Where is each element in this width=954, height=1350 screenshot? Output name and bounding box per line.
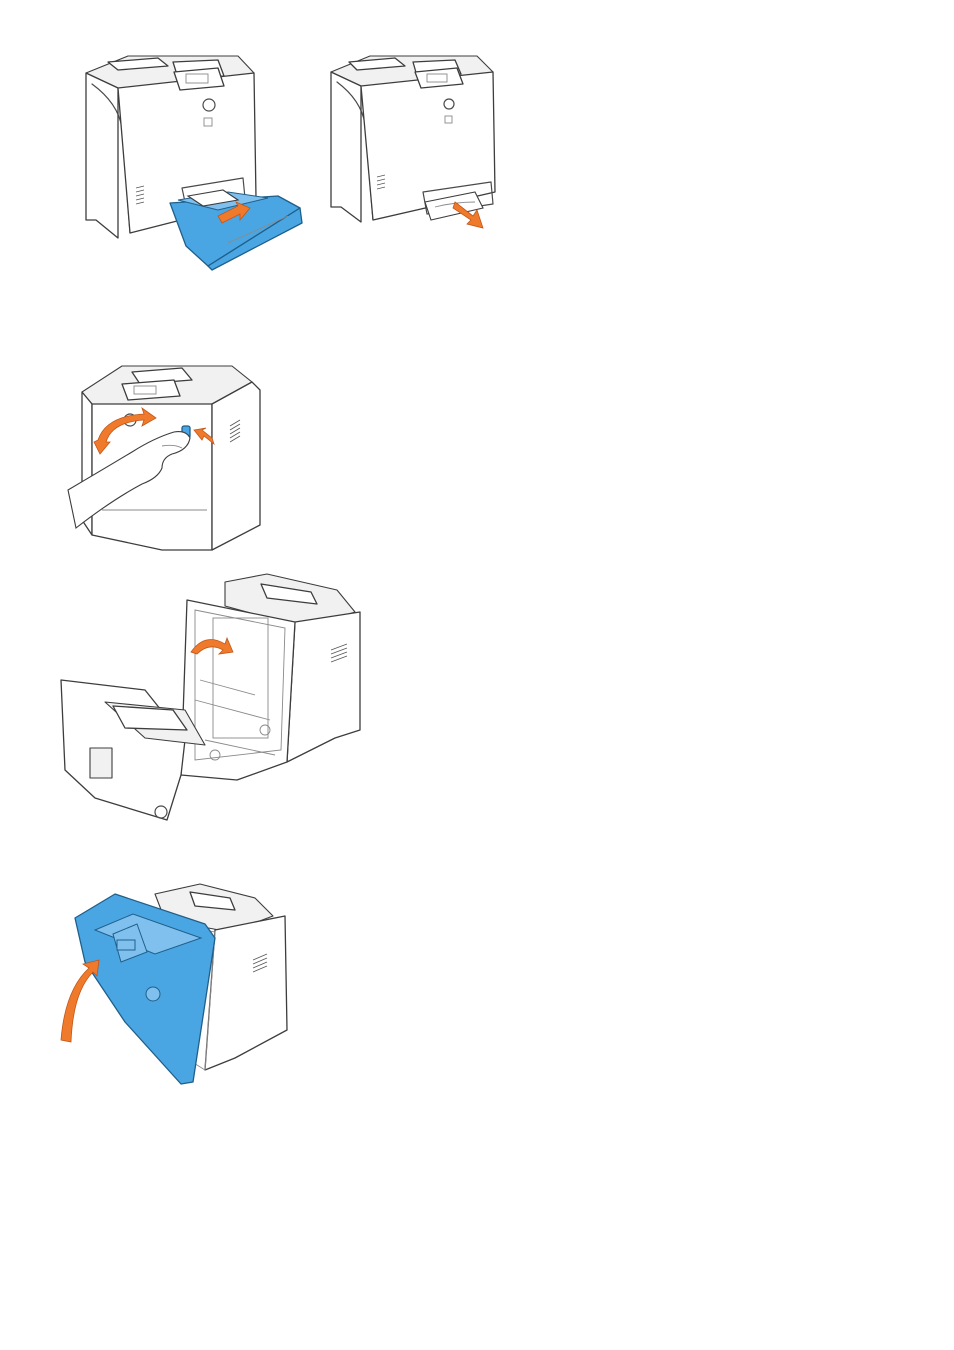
paper-jam-figure [325,52,515,237]
printer-tray-illustration [78,48,308,273]
release-button-figure [62,360,267,555]
printer-paper-jam-illustration [325,52,515,237]
printer-open-cover-illustration [55,570,370,830]
printer-front-cover-release-illustration [62,360,267,555]
tray-removal-figure [78,48,308,273]
close-cover-figure [55,880,290,1085]
printer-close-cover-illustration [55,880,290,1085]
open-cover-figure [55,570,370,830]
